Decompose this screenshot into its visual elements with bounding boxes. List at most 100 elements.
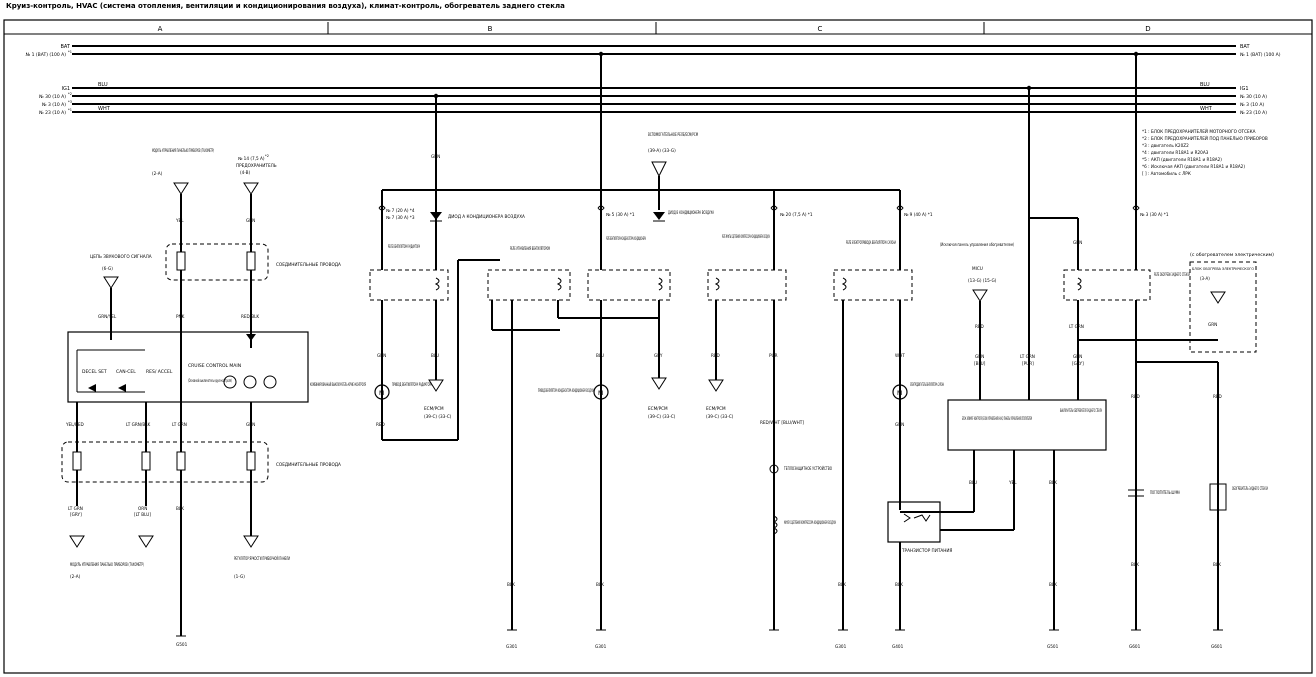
svg-text:[BLU]: [BLU]: [974, 361, 986, 366]
bus-bat-left: BAT: [60, 44, 70, 50]
electric-heater-box: [1189, 261, 1257, 353]
svg-text:LT GRN/BLK: LT GRN/BLK: [126, 422, 151, 427]
svg-text:ДИОД В КОНДИЦИОНЕРА ВОЗДУХА: ДИОД В КОНДИЦИОНЕРА ВОЗДУХА: [668, 210, 714, 215]
svg-text:GRN: GRN: [975, 354, 984, 359]
svg-text:BLK: BLK: [895, 582, 903, 587]
svg-text:YEL: YEL: [175, 218, 184, 223]
svg-text:RED: RED: [1213, 394, 1222, 399]
svg-text:BLU: BLU: [596, 353, 604, 358]
svg-text:ЭЛЕКТРОДВИГАТЕЛЬ ВЕНТИЛЯТОРА С: ЭЛЕКТРОДВИГАТЕЛЬ ВЕНТИЛЯТОРА САЛОНА: [910, 382, 944, 387]
svg-text:M: M: [598, 390, 603, 397]
svg-text:№ 14 (7,5 A): № 14 (7,5 A): [238, 156, 265, 161]
svg-text:ПОГЛОТИТЕЛЬ ШУМА: ПОГЛОТИТЕЛЬ ШУМА: [1150, 490, 1180, 495]
gauge-module-top: МОДУЛЬ УПРАВЛЕНИЯ ПАНЕЛЬЮ ПРИБОРОВ (ТАХО…: [152, 148, 214, 195]
svg-text:[LT BLU]: [LT BLU]: [134, 512, 151, 517]
svg-text:ORN: ORN: [138, 506, 147, 511]
radiator-fan-relay: [369, 269, 449, 301]
svg-text:(2-А): (2-А): [152, 171, 163, 176]
svg-text:LT GRN: LT GRN: [1069, 324, 1084, 329]
svg-text:ECM/PCM: ECM/PCM: [648, 406, 668, 411]
power-transistor: [887, 501, 941, 543]
svg-text:(13-G) (15-G): (13-G) (15-G): [968, 278, 997, 283]
svg-text:(39-C) (33-C): (39-C) (33-C): [706, 414, 734, 419]
svg-text:РЕЛЕ ЭЛЕКТРОПРИВОДА ВЕНТИЛЯТОР: РЕЛЕ ЭЛЕКТРОПРИВОДА ВЕНТИЛЯТОРА САЛОНА: [846, 240, 896, 245]
svg-text:*1 : БЛОК ПРЕДОХРАНИТЕЛЕЙ МОТО: *1 : БЛОК ПРЕДОХРАНИТЕЛЕЙ МОТОРНОГО ОТСЕ…: [1142, 129, 1256, 134]
blower-motor-icon: [892, 384, 908, 400]
fan-control-relay: [487, 269, 571, 301]
joint-connector-lower: [61, 441, 269, 483]
svg-text:MICU: MICU: [972, 266, 983, 271]
joint-connector-upper: [165, 243, 269, 281]
bus-fuse3-left: № 3 (10 A): [42, 102, 66, 108]
svg-text:BLK: BLK: [1131, 562, 1139, 567]
bus-fuse23-left: № 23 (10 A): [39, 110, 66, 116]
svg-text:МУФТА СЦЕПЛЕНИЯ КОМПРЕССОРА КО: МУФТА СЦЕПЛЕНИЯ КОМПРЕССОРА КОНДИЦИОНЕРА…: [784, 520, 836, 525]
svg-text:G601: G601: [1129, 644, 1141, 649]
svg-text:RED: RED: [975, 324, 984, 329]
svg-text:(39-A) (33-G): (39-A) (33-G): [648, 148, 676, 153]
svg-text:СОЕДИНИТЕЛЬНЫЕ ПРОВОДА: СОЕДИНИТЕЛЬНЫЕ ПРОВОДА: [276, 262, 341, 267]
bus-bat-right: BAT: [1240, 44, 1250, 50]
bus-fuse23-wire: WHT: [98, 106, 111, 112]
svg-text:№ 3 (30 A) *1: № 3 (30 A) *1: [1140, 212, 1169, 217]
svg-text:G401: G401: [892, 644, 904, 649]
power-buses: [72, 45, 1236, 113]
svg-text:КОМБИНИРОВАННЫЙ ВЫКЛЮЧАТЕЛЬ КР: КОМБИНИРОВАННЫЙ ВЫКЛЮЧАТЕЛЬ КРУИЗ-КОНТРО…: [310, 382, 366, 387]
svg-text:№ 20 (7,5 A) *1: № 20 (7,5 A) *1: [780, 212, 813, 217]
svg-text:РЕГУЛЯТОР ЯРКОСТИ ПРИБОРНОЙ ПА: РЕГУЛЯТОР ЯРКОСТИ ПРИБОРНОЙ ПАНЕЛИ: [234, 556, 290, 561]
svg-text:DECEL SET: DECEL SET: [82, 369, 107, 375]
svg-text:GRN/YEL: GRN/YEL: [98, 314, 117, 319]
svg-text:(39-C) (33-C): (39-C) (33-C): [648, 414, 676, 419]
svg-text:G601: G601: [1211, 644, 1223, 649]
bus-fuse1-sup: *1: [68, 50, 72, 54]
svg-text:ПРИВОД ВЕНТИЛЯТОРА КОНДЕНСАТОР: ПРИВОД ВЕНТИЛЯТОРА КОНДЕНСАТОРА КОНДИЦИО…: [538, 388, 594, 393]
svg-text:WHT: WHT: [895, 353, 905, 358]
svg-text:РЕЛЕ МУФТЫ СЦЕПЛЕНИЯ КОМПРЕССО: РЕЛЕ МУФТЫ СЦЕПЛЕНИЯ КОМПРЕССОРА КОНДИЦИ…: [722, 234, 770, 239]
diagram-frame: [3, 19, 1313, 674]
svg-text:RED: RED: [376, 422, 385, 427]
fuse14-connector: № 14 (7,5 A) *2 ПРЕДОХРАНИТЕЛЬ (4-B): [236, 154, 277, 195]
bus-fuse23-sup: *1: [68, 108, 72, 112]
svg-text:[ ] : Автомобиль с ЛРК: [ ] : Автомобиль с ЛРК: [1142, 171, 1191, 176]
svg-text:№ 7 (20 A) *4: № 7 (20 A) *4: [386, 208, 415, 213]
svg-text:*2: *2: [265, 154, 269, 158]
zone-b-label: B: [488, 25, 493, 33]
svg-text:РЕЛЕ ОБОГРЕВА ЗАДНЕГО СТЕКЛА: РЕЛЕ ОБОГРЕВА ЗАДНЕГО СТЕКЛА: [1154, 272, 1190, 277]
svg-text:CRUISE CONTROL MAIN: CRUISE CONTROL MAIN: [188, 363, 241, 369]
svg-text:ECM/PCM: ECM/PCM: [424, 406, 444, 411]
bus-fuse23-wire-right: WHT: [1200, 106, 1213, 112]
bus-ig1-left: IG1: [61, 86, 70, 92]
svg-text:(39-C) (33-C): (39-C) (33-C): [424, 414, 452, 419]
svg-text:RED/WHT [BLU/WHT]: RED/WHT [BLU/WHT]: [760, 420, 804, 425]
climate-control-unit: [947, 399, 1107, 451]
svg-text:LT GRN: LT GRN: [68, 506, 83, 511]
diagram-title: Круиз-контроль, HVAC (система отопления,…: [6, 2, 565, 10]
svg-text:(2-А): (2-А): [70, 574, 81, 579]
svg-text:BLK: BLK: [176, 506, 184, 511]
svg-text:G301: G301: [595, 644, 607, 649]
svg-text:LT GRN: LT GRN: [1020, 354, 1035, 359]
bus-fuse1-left: № 1 (BAT) (100 A): [25, 52, 66, 58]
svg-text:[GRY]: [GRY]: [1072, 361, 1084, 366]
svg-text:ЦЕПЬ ЗВУКОВОГО СИГНАЛА: ЦЕПЬ ЗВУКОВОГО СИГНАЛА: [90, 254, 152, 259]
svg-text:*2 : БЛОК ПРЕДОХРАНИТЕЛЕЙ ПОД: *2 : БЛОК ПРЕДОХРАНИТЕЛЕЙ ПОД ПАНЕЛЬЮ ПР…: [1142, 136, 1268, 141]
svg-text:(с обогревателем электрическим: (с обогревателем электрическим): [1190, 252, 1274, 257]
svg-text:GRN: GRN: [246, 422, 255, 427]
svg-text:RED/BLK: RED/BLK: [241, 314, 259, 319]
svg-text:(3-A): (3-A): [1200, 276, 1210, 281]
svg-text:[PUR]: [PUR]: [1022, 361, 1034, 366]
bus-fuse30-left: № 30 (10 A): [39, 94, 66, 100]
svg-text:GRN: GRN: [1208, 322, 1217, 327]
svg-text:№ 5 (30 A) *1: № 5 (30 A) *1: [606, 212, 635, 217]
bus-fuse1-right: № 1 (BAT) (100 A): [1240, 52, 1281, 58]
svg-text:RED: RED: [1131, 394, 1140, 399]
svg-text:BLK: BLK: [1049, 480, 1057, 485]
svg-text:BLK: BLK: [507, 582, 515, 587]
svg-text:МОДУЛЬ УПРАВЛЕНИЯ ПАНЕЛЬЮ ПРИБ: МОДУЛЬ УПРАВЛЕНИЯ ПАНЕЛЬЮ ПРИБОРОВ (ТАХО…: [152, 148, 214, 153]
svg-text:*5 : АКП (двигатели R18A1 и R1: *5 : АКП (двигатели R18A1 и R18A2): [1142, 157, 1222, 162]
clutch-relay: [707, 269, 787, 301]
bus-ig1-right: IG1: [1240, 86, 1249, 92]
svg-text:№ 7 (30 A) *3: № 7 (30 A) *3: [386, 215, 415, 220]
svg-text:LT GRN: LT GRN: [172, 422, 187, 427]
